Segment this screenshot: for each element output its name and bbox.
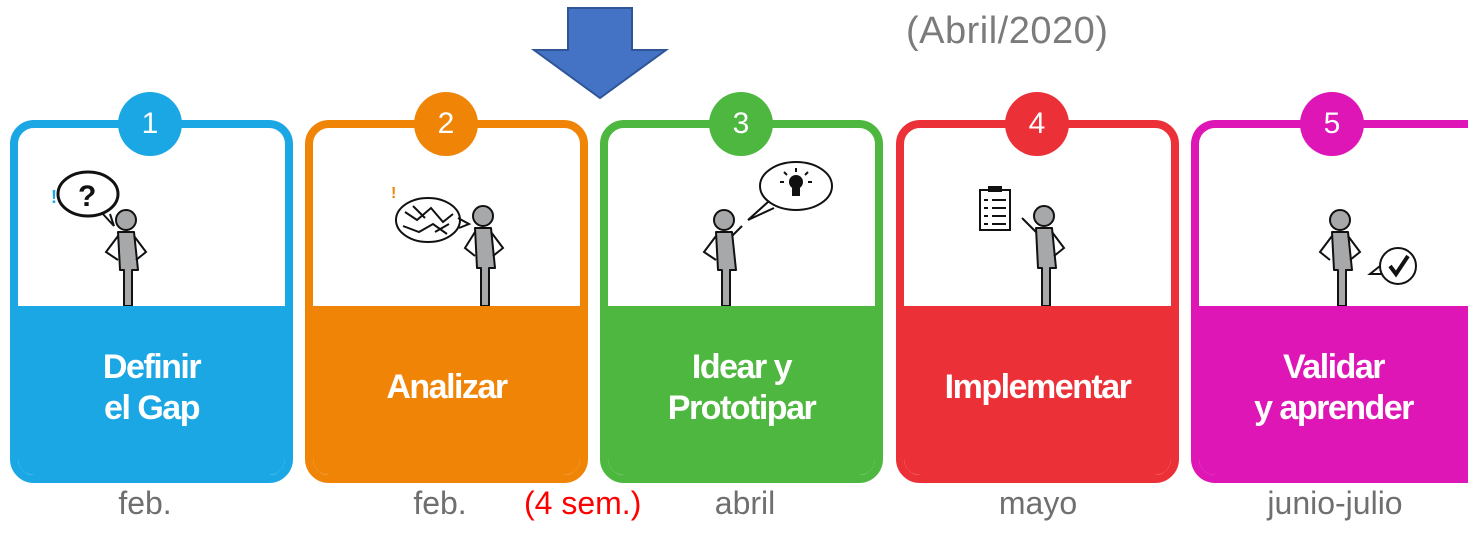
svg-text:!: ! [51, 187, 57, 207]
clipboard-icon [979, 186, 1066, 306]
step-number-badge-3: 3 [709, 92, 773, 156]
step-title-2: Analizar [313, 306, 580, 475]
step-month-1: feb. [118, 485, 172, 521]
question-bubble-icon: ! ? [51, 170, 148, 306]
step-card-4: Implementar [896, 120, 1179, 483]
step-card-3: Idear y Prototipar [600, 120, 883, 483]
step-number-badge-2: 2 [414, 92, 478, 156]
step-title-1: Definir el Gap [18, 306, 285, 475]
step-month-3: abril [714, 485, 776, 521]
step-title-5: Validar y aprender [1199, 306, 1468, 475]
step-month-4: mayo [998, 485, 1078, 521]
step-number-badge-5: 5 [1300, 92, 1364, 156]
down-arrow-icon [530, 7, 670, 100]
step-title-4: Implementar [904, 306, 1171, 475]
step-card-5: Validar y aprender [1191, 120, 1468, 483]
weeks-note: (4 sem.) [524, 485, 642, 521]
step-card-1: ! ? Definir el Gap [10, 120, 293, 483]
svg-text:?: ? [78, 180, 96, 213]
svg-text:!: ! [391, 185, 396, 202]
lightbulb-bubble-icon [702, 161, 833, 306]
step-card-2: ! Analizar [305, 120, 588, 483]
checkmark-bubble-icon [1318, 209, 1417, 306]
step-title-3: Idear y Prototipar [608, 306, 875, 475]
analysis-bubble-icon: ! [391, 185, 505, 306]
step-number-badge-1: 1 [118, 92, 182, 156]
step-month-2: feb. [413, 485, 467, 521]
step-number-badge-4: 4 [1005, 92, 1069, 156]
period-label: (Abril/2020) [906, 10, 1109, 52]
step-month-5: junio-julio [1267, 485, 1403, 521]
